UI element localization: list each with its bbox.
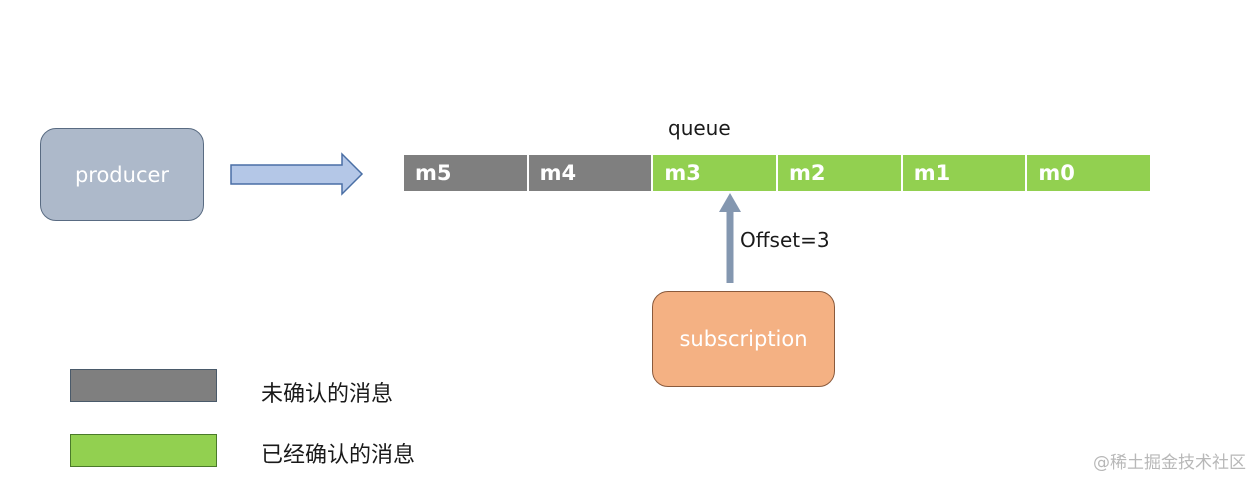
- queue-cell-m3: m3: [653, 155, 779, 191]
- queue-cell-m4: m4: [528, 155, 654, 191]
- legend-label-unacked: 未确认的消息: [261, 382, 394, 407]
- producer-to-queue-arrow: [230, 152, 364, 196]
- offset-pointer-head: [719, 193, 741, 212]
- queue-cell-m5: m5: [404, 155, 529, 191]
- subscription-label: subscription: [679, 327, 808, 351]
- legend-swatch-unacked: [70, 369, 217, 402]
- queue-cell-m2: m2: [778, 155, 903, 191]
- producer-node: producer: [40, 128, 204, 221]
- watermark: @稀土掘金技术社区: [1093, 453, 1246, 473]
- legend-label-acked: 已经确认的消息: [261, 443, 416, 468]
- offset-label: Offset=3: [740, 228, 830, 252]
- legend-swatch-acked: [70, 434, 217, 467]
- queue-cell-m1: m1: [902, 155, 1028, 191]
- producer-label: producer: [74, 162, 170, 187]
- subscription-node: subscription: [652, 291, 835, 387]
- queue-label: queue: [668, 116, 731, 140]
- queue-cell-m0: m0: [1027, 155, 1151, 191]
